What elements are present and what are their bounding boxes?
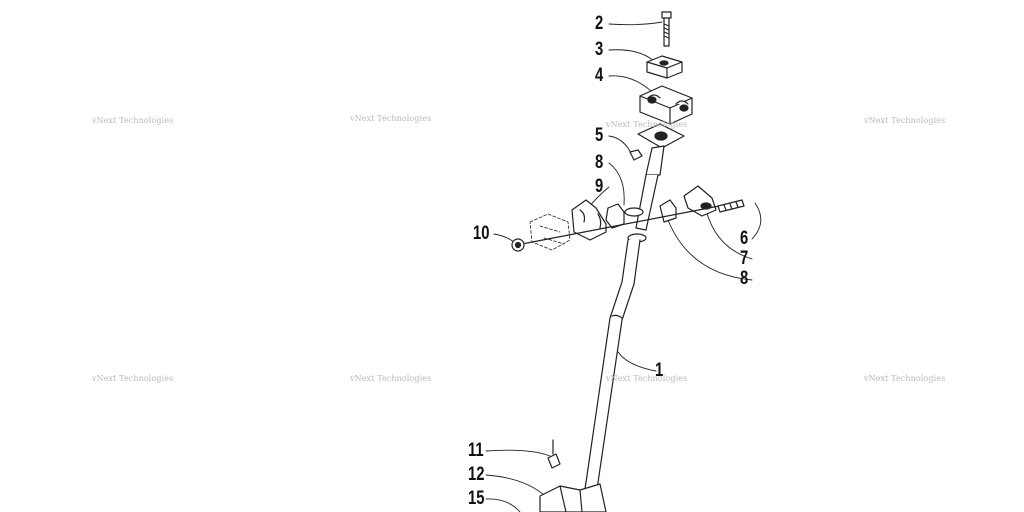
bottom-bracket-part-12 (539, 483, 607, 512)
leader-lines (485, 21, 762, 512)
bolt-part-6 (717, 199, 745, 213)
ghost-bracket (529, 213, 571, 251)
lock-nut-part-10 (511, 238, 525, 252)
callout-9: 9 (595, 176, 604, 197)
nut-part-11 (547, 439, 561, 469)
callout-1: 1 (655, 360, 664, 381)
callout-8-lower: 8 (740, 268, 749, 289)
handlebar-block-part-4 (639, 85, 693, 125)
callout-15: 15 (468, 488, 485, 509)
callout-10: 10 (473, 223, 490, 244)
callout-4: 4 (595, 65, 604, 86)
bolt-part-2 (661, 11, 672, 47)
steering-post-upper (635, 145, 665, 231)
callout-3: 3 (595, 39, 604, 60)
callout-2: 2 (595, 13, 604, 34)
callout-8-upper: 8 (595, 152, 604, 173)
through-bolt (521, 201, 741, 245)
callout-7: 7 (740, 248, 749, 269)
steering-post-lower (583, 239, 641, 497)
callout-12: 12 (468, 464, 485, 485)
clamp-left-part-9 (571, 199, 607, 241)
top-plate (637, 123, 685, 149)
nut-part-5 (629, 149, 643, 161)
callout-5: 5 (595, 125, 604, 146)
clamp-part-3 (646, 55, 683, 79)
callout-6: 6 (740, 228, 749, 249)
callout-11: 11 (468, 440, 484, 461)
